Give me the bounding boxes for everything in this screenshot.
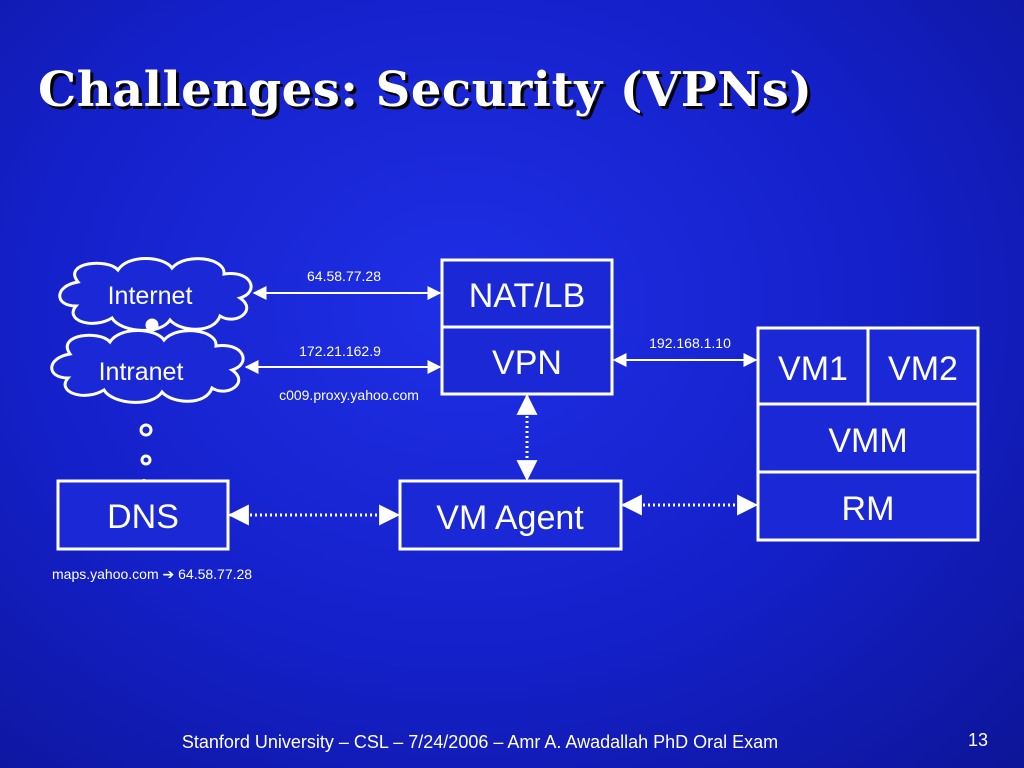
bubble-1: [145, 318, 159, 332]
vm2-label: VM2: [888, 350, 958, 388]
page-number: 13: [968, 730, 989, 750]
vm-stack: VM1 VM2 VMM RM: [756, 326, 980, 542]
vm-agent-box: VM Agent: [398, 479, 623, 551]
internet-cloud: Internet: [58, 257, 253, 332]
vmm-label: VMM: [828, 422, 907, 460]
internet-label: Internet: [108, 282, 193, 310]
dns-label: DNS: [107, 498, 179, 536]
bubble-2: [139, 423, 153, 437]
internet-ip-label: 64.58.77.28: [307, 268, 381, 284]
rm-label: RM: [842, 490, 895, 528]
vm-agent-box-rect: [398, 479, 623, 551]
vm-ip-label: 192.168.1.10: [649, 335, 731, 351]
intranet-ip-label: 172.21.162.9: [299, 343, 381, 359]
slide-title: Challenges: Security (VPNs): [38, 62, 813, 118]
nat-lb-label: NAT/LB: [469, 277, 586, 315]
vm2-box: [866, 326, 980, 406]
proxy-host-label: c009.proxy.yahoo.com: [279, 387, 419, 403]
intranet-cloud-shape: [50, 329, 245, 404]
dns-mapping-label: maps.yahoo.com ➔ 64.58.77.28: [52, 566, 252, 583]
vmm-box: [756, 402, 980, 474]
vm-agent-label: VM Agent: [436, 499, 584, 537]
slide-footer: Stanford University – CSL – 7/24/2006 – …: [181, 732, 779, 752]
dns-box: DNS: [56, 479, 230, 551]
bubble-3: [140, 454, 152, 466]
vpn-box: [440, 325, 614, 396]
internet-cloud-shape: [58, 257, 253, 332]
nat-vpn-box: NAT/LB VPN: [440, 258, 614, 396]
intranet-label: Intranet: [99, 358, 184, 386]
intranet-cloud: Intranet: [50, 329, 245, 404]
vm1-label: VM1: [778, 350, 848, 388]
vm1-box: [756, 326, 870, 406]
vpn-label: VPN: [492, 344, 562, 382]
connectors: [227, 286, 759, 526]
